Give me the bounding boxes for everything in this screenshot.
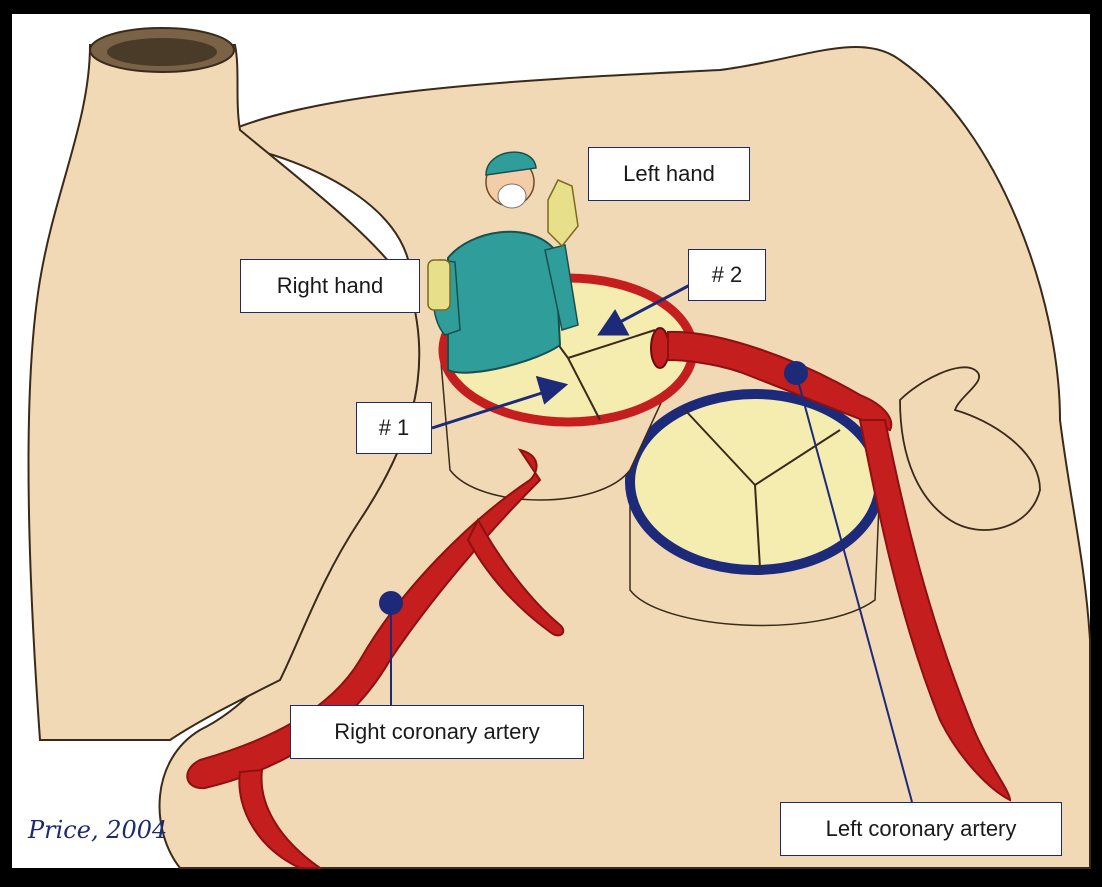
label-right-coronary-artery: Right coronary artery: [290, 705, 584, 759]
label-left-coronary-artery: Left coronary artery: [780, 802, 1062, 856]
artist-signature: Price, 2004: [28, 816, 167, 844]
label-num-1: # 1: [356, 402, 432, 454]
label-left-hand: Left hand: [588, 147, 750, 201]
left-coronary-ostium: [651, 328, 669, 368]
label-right-hand: Right hand: [240, 259, 420, 313]
label-num-2: # 2: [688, 249, 766, 301]
aorta-lumen: [107, 38, 217, 66]
